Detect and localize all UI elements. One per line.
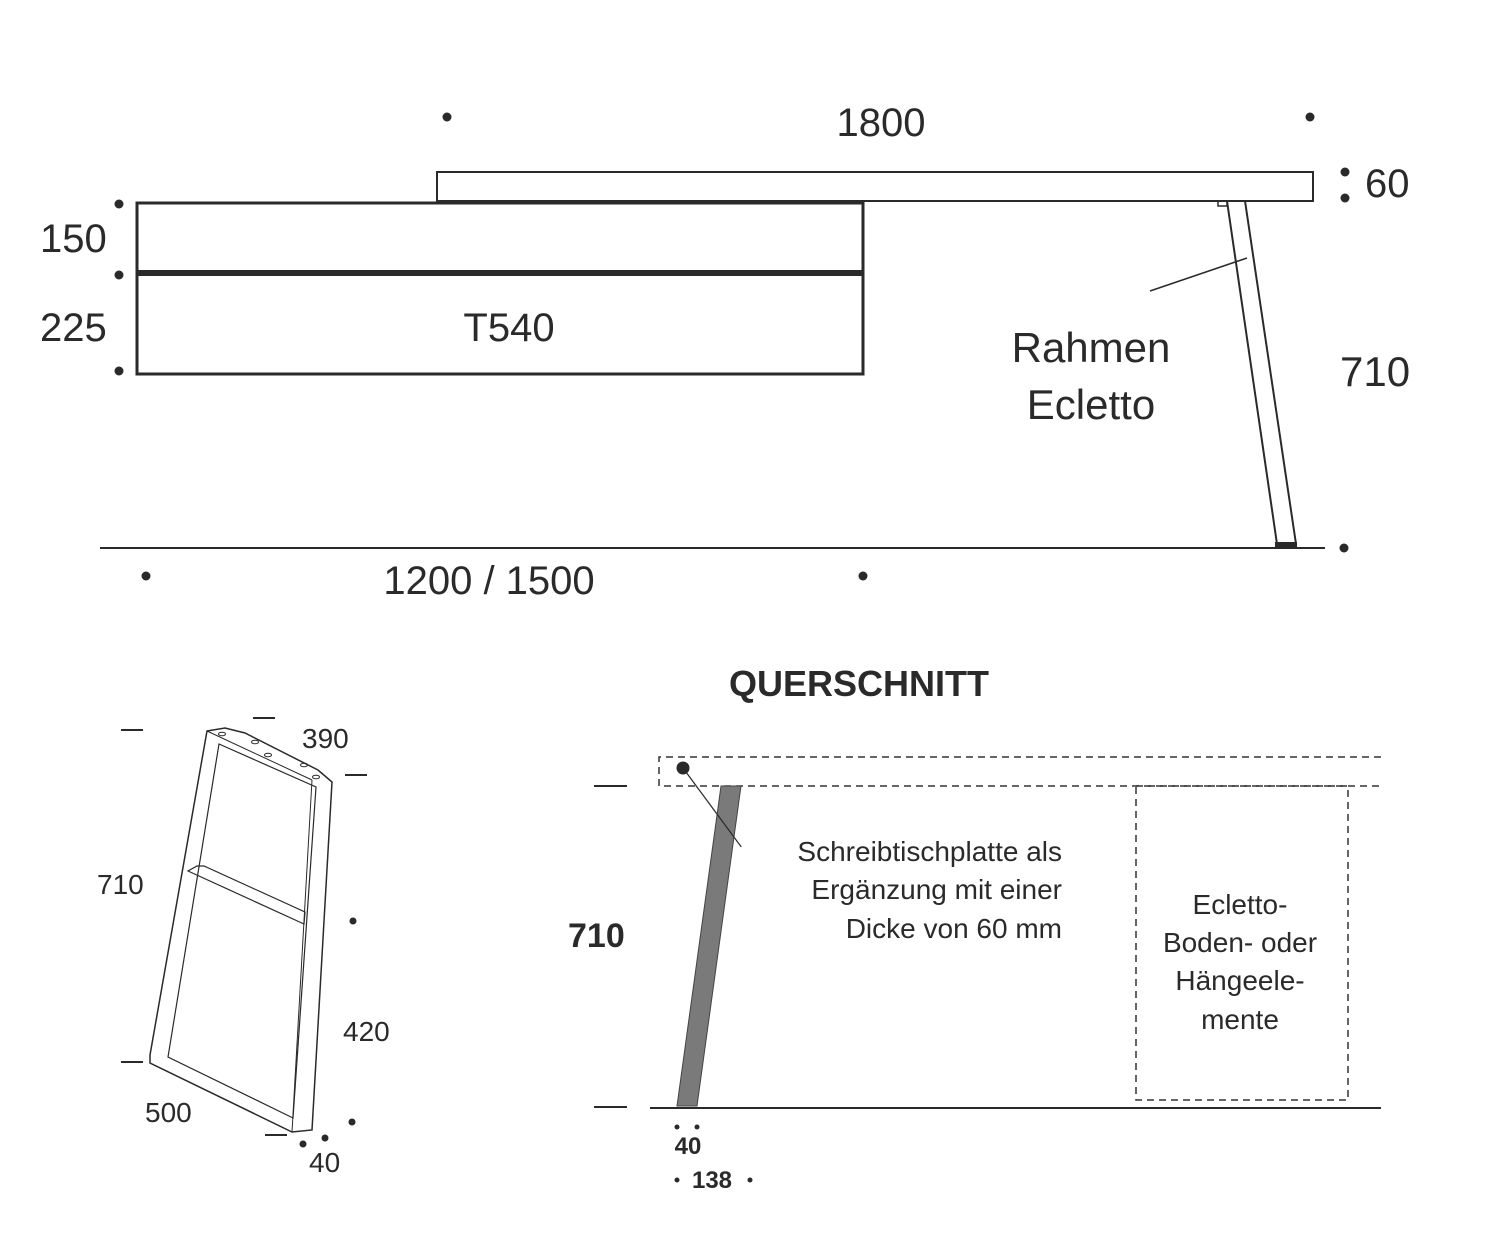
leader-line bbox=[1149, 257, 1248, 292]
dim-section-height: 710 bbox=[568, 917, 625, 955]
dim-top-thickness: 60 bbox=[1365, 162, 1410, 206]
box-line-1: Ecletto- bbox=[1193, 889, 1288, 920]
storage-element-outline bbox=[1135, 785, 1349, 1101]
mounting-holes bbox=[218, 731, 320, 780]
box-line-4: mente bbox=[1201, 1004, 1279, 1035]
frame-outer bbox=[149, 727, 333, 1133]
frame-inner bbox=[167, 743, 317, 1119]
leg-section bbox=[676, 785, 742, 1107]
dim-drawer-lower: 225 bbox=[40, 306, 107, 350]
note-line-1: Schreibtischplatte als bbox=[797, 836, 1062, 867]
frame-label-2: Ecletto bbox=[1027, 381, 1155, 428]
frame-crossbar bbox=[186, 865, 306, 925]
dimension-ticks bbox=[121, 717, 367, 1136]
dim-bottom-depth: 500 bbox=[145, 1097, 192, 1128]
dim-section-offset: 138 bbox=[692, 1167, 732, 1194]
dim-frame-height: 710 bbox=[97, 869, 144, 900]
cross-section-title: QUERSCHNITT bbox=[729, 663, 989, 704]
box-line-2: Boden- oder bbox=[1163, 927, 1317, 958]
note-line-3: Dicke von 60 mm bbox=[846, 913, 1062, 944]
dimension-dots bbox=[114, 112, 1350, 581]
dim-profile: 40 bbox=[309, 1147, 340, 1178]
dim-top-depth: 390 bbox=[302, 723, 349, 754]
frame-label-1: Rahmen bbox=[1012, 324, 1171, 371]
side-view: 1800 60 150 225 T540 Rahmen Ecletto 710 … bbox=[40, 101, 1410, 603]
frame-leg bbox=[1225, 200, 1298, 545]
desk-top bbox=[436, 171, 1314, 202]
note-line-2: Ergänzung mit einer bbox=[811, 874, 1062, 905]
unit-label: T540 bbox=[463, 306, 554, 350]
desk-top-outline bbox=[658, 756, 1381, 787]
frame-view: 390 710 420 500 40 bbox=[97, 717, 390, 1178]
dim-section-profile: 40 bbox=[675, 1133, 702, 1160]
dim-drawer-upper: 150 bbox=[40, 217, 107, 261]
note-leader bbox=[682, 767, 742, 848]
leg-plate bbox=[1217, 200, 1228, 207]
dim-lower-height: 420 bbox=[343, 1016, 390, 1047]
dim-top-width: 1800 bbox=[837, 101, 926, 145]
leg-foot bbox=[1275, 542, 1297, 548]
dim-base-width: 1200 / 1500 bbox=[383, 559, 594, 603]
dim-height: 710 bbox=[1340, 348, 1410, 395]
cross-section: QUERSCHNITT 710 Schreibtischplatte als E… bbox=[568, 663, 1381, 1194]
drawer-unit bbox=[135, 201, 865, 376]
box-line-3: Hängeele- bbox=[1175, 965, 1304, 996]
